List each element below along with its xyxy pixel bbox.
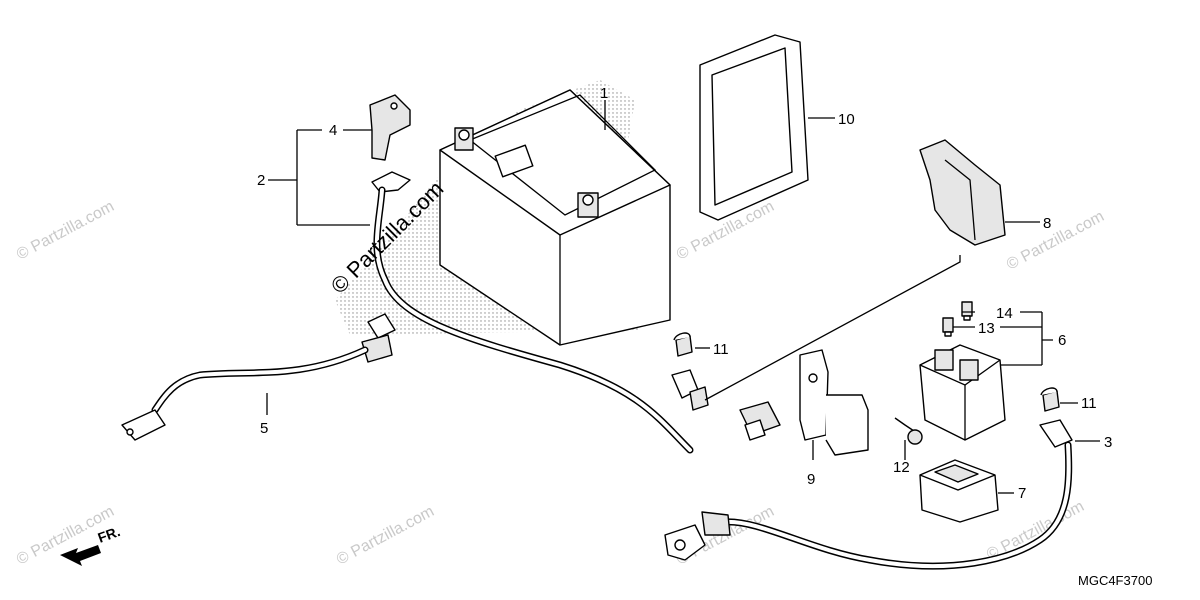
- callout-4: 4: [329, 122, 337, 139]
- callout-1: 1: [600, 85, 608, 102]
- bracket-part-9: [799, 349, 869, 456]
- starter-relay-part-6: [919, 344, 1006, 441]
- callout-9: 9: [807, 471, 815, 488]
- callout-8: 8: [1043, 215, 1051, 232]
- callout-13: 13: [978, 320, 995, 337]
- leader-line: [704, 255, 961, 401]
- watermark-text: © Partzilla.com: [334, 503, 437, 569]
- battery-part-1: [439, 89, 671, 346]
- callout-5: 5: [260, 420, 268, 437]
- fuse-part-14: [961, 301, 973, 321]
- watermark-text: © Partzilla.com: [1004, 208, 1107, 274]
- callout-12: 12: [893, 459, 910, 476]
- front-direction-indicator: FR.: [60, 523, 122, 566]
- callout-labels: 1 2 3 4 5 6 7 8 9 10 11 11 12 13 14: [257, 85, 1112, 502]
- screw-part-12: [894, 417, 923, 445]
- relay-case-part-7: [919, 459, 999, 523]
- callout-3: 3: [1104, 434, 1112, 451]
- callout-6: 6: [1058, 332, 1066, 349]
- front-label: FR.: [96, 523, 123, 546]
- front-arrow-icon: [60, 545, 101, 566]
- fuse-part-13: [942, 317, 954, 337]
- callout-10: 10: [838, 111, 855, 128]
- callout-leaders: [266, 100, 1100, 494]
- diagram-code: MGC4F3700: [1078, 573, 1152, 588]
- bolt-part-11-b: [1040, 387, 1060, 412]
- callout-11b: 11: [1081, 395, 1097, 412]
- negative-cable-part-2: [371, 171, 694, 454]
- callout-14: 14: [996, 305, 1013, 322]
- relay-cover-part-8: [919, 139, 1006, 246]
- battery-pad-part-10: [699, 34, 809, 221]
- bolt-part-11-a: [673, 332, 693, 357]
- cable-terminal-connector: [671, 369, 781, 441]
- callout-7: 7: [1018, 485, 1026, 502]
- watermark-text: © Partzilla.com: [984, 498, 1087, 564]
- ground-cable-part-5: [121, 313, 396, 441]
- terminal-cover-part-4: [369, 94, 411, 161]
- callout-2: 2: [257, 172, 265, 189]
- watermark-text: © Partzilla.com: [14, 198, 117, 264]
- callout-11a: 11: [713, 341, 729, 358]
- positive-cable-part-3: [664, 419, 1073, 570]
